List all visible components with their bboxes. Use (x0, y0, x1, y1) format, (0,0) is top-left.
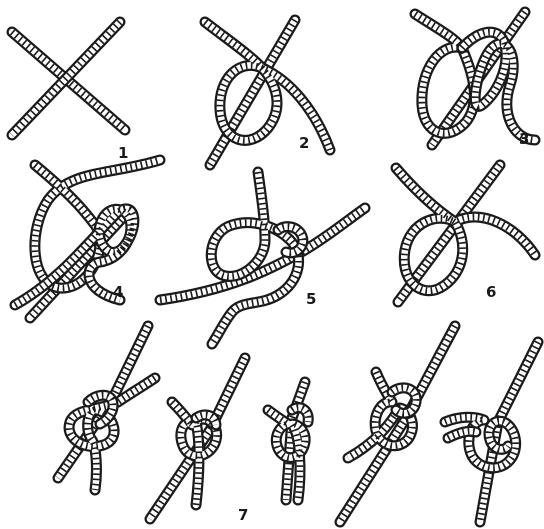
step-2-figure: 2 (205, 20, 330, 165)
step-7-label: 7 (238, 506, 248, 524)
step-3-label: 3 (519, 130, 529, 148)
step-4-label: 4 (113, 283, 123, 301)
step-4-figure: 4 (15, 160, 160, 318)
step-7-knot-b (150, 358, 245, 519)
step-7-knot-d (340, 326, 455, 522)
step-7-knot-c (268, 382, 308, 500)
step-7-knot-a (58, 326, 155, 490)
step-6-label: 6 (486, 283, 496, 301)
step-5-label: 5 (306, 290, 316, 308)
step-2-label: 2 (299, 134, 309, 152)
step-6-figure: 6 (396, 165, 535, 302)
step-3-figure: 3 (415, 12, 535, 148)
step-5-figure: 5 (160, 172, 365, 344)
step-1-label: 1 (118, 144, 128, 162)
step-1-figure: 1 (12, 22, 128, 162)
